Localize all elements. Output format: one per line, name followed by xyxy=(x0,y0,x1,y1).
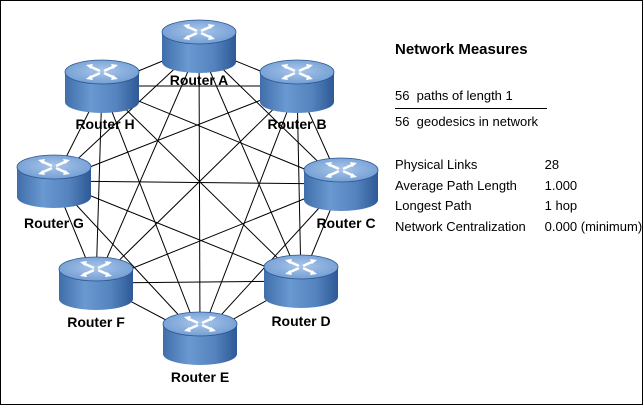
router-g[interactable]: Router G xyxy=(15,153,93,231)
link-c-h xyxy=(101,85,342,185)
stat-row-physical-links: Physical Links 28 xyxy=(395,157,559,172)
paths-text: paths of length 1 xyxy=(416,88,513,103)
router-f[interactable]: Router F xyxy=(57,255,135,330)
router-a[interactable]: Router A xyxy=(160,18,238,88)
router-e[interactable]: Router E xyxy=(161,310,239,385)
router-icon xyxy=(262,253,340,310)
link-e-h xyxy=(101,85,201,339)
stat-value: 28 xyxy=(544,157,560,172)
stat-label: Average Path Length xyxy=(395,178,517,193)
network-measures-panel: Network Measures 56 paths of length 1 56… xyxy=(395,41,642,234)
router-icon xyxy=(161,310,239,367)
geodesics-count: 56 xyxy=(395,114,410,129)
router-icon xyxy=(302,156,380,213)
link-d-h xyxy=(101,85,302,282)
link-b-g xyxy=(53,85,298,182)
link-c-f xyxy=(95,183,342,284)
router-d[interactable]: Router D xyxy=(262,253,340,329)
router-b[interactable]: Router B xyxy=(258,58,336,132)
router-label: Router E xyxy=(171,369,229,385)
stat-value: 1 hop xyxy=(544,198,578,213)
router-label: Router C xyxy=(316,215,375,231)
router-label: Router F xyxy=(67,314,125,330)
router-label: Router D xyxy=(271,313,330,329)
stat-label: Longest Path xyxy=(395,198,472,213)
link-b-f xyxy=(95,85,298,284)
router-h[interactable]: Router H xyxy=(63,58,141,132)
stat-row-average-path-length: Average Path Length 1.000 xyxy=(395,178,577,193)
link-b-e xyxy=(199,85,298,339)
link-d-g xyxy=(53,180,302,282)
stat-label: Network Centralization xyxy=(395,219,526,234)
stat-row-longest-path: Longest Path 1 hop xyxy=(395,198,577,213)
router-label: Router H xyxy=(75,116,134,132)
stat-value: 0.000 (minimum) xyxy=(544,219,643,234)
fraction-divider xyxy=(395,108,547,109)
link-e-g xyxy=(53,180,201,339)
link-f-h xyxy=(95,85,103,284)
router-icon xyxy=(57,255,135,312)
link-a-e xyxy=(198,45,201,339)
stat-label: Physical Links xyxy=(395,157,478,172)
paths-count: 56 xyxy=(395,88,410,103)
router-label: Router B xyxy=(267,116,326,132)
router-c[interactable]: Router C xyxy=(302,156,380,231)
router-icon xyxy=(63,58,141,115)
paths-count-row: 56 paths of length 1 xyxy=(395,88,513,103)
router-icon xyxy=(15,153,93,210)
router-label: Router A xyxy=(170,72,229,88)
stat-value: 1.000 xyxy=(544,178,578,193)
geodesics-text: geodesics in network xyxy=(416,114,539,129)
router-nodes: Router A Router B Router C Router D Router E… xyxy=(15,18,380,385)
link-a-d xyxy=(198,45,302,282)
geodesics-count-row: 56 geodesics in network xyxy=(395,114,538,129)
panel-title: Network Measures xyxy=(395,41,528,58)
link-c-g xyxy=(53,180,342,185)
router-label: Router G xyxy=(24,215,84,231)
router-icon xyxy=(258,58,336,115)
router-icon xyxy=(160,18,238,75)
stat-row-network-centralization: Network Centralization 0.000 (minimum) xyxy=(395,219,642,234)
